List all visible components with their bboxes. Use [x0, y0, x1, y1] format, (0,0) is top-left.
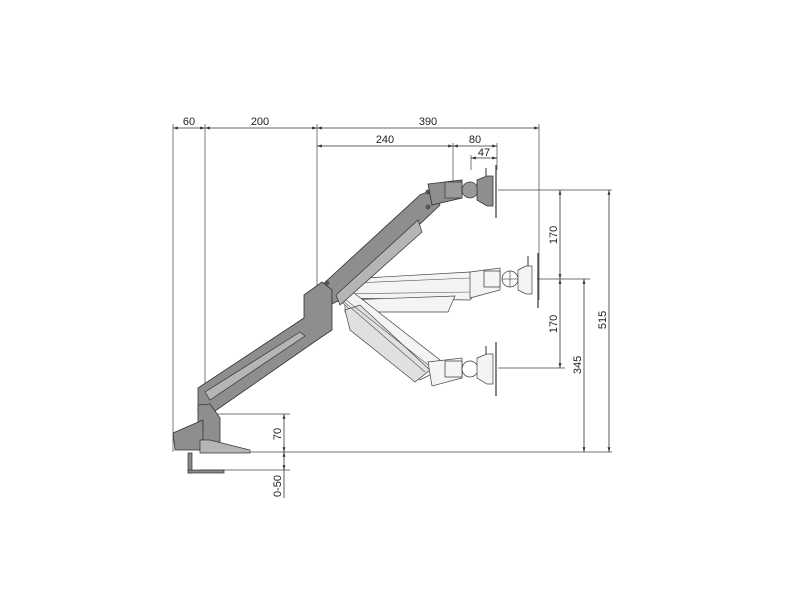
dimension-labels: 60 200 390 240 80 47 170 170 345 515 70 …	[183, 116, 609, 497]
dim-47: 47	[478, 147, 490, 159]
dim-60: 60	[183, 116, 195, 128]
dim-170-lower: 170	[548, 315, 560, 333]
dim-0-50: 0-50	[272, 475, 284, 497]
monitor-head-middle	[469, 253, 539, 308]
monitor-head-top	[427, 165, 497, 218]
desk-clamp	[172, 403, 251, 474]
horizontal-dimensions	[173, 126, 539, 160]
dim-200: 200	[251, 116, 269, 128]
dim-170-upper: 170	[548, 226, 560, 244]
dim-70: 70	[272, 428, 284, 440]
arm-lower	[197, 281, 333, 419]
dim-515: 515	[597, 311, 609, 329]
ghost-arm-lowered	[329, 285, 441, 383]
vertical-dimensions	[282, 190, 611, 498]
dim-345: 345	[572, 356, 584, 374]
dim-240: 240	[376, 134, 394, 146]
monitor-head-bottom	[427, 342, 497, 396]
dim-390: 390	[419, 116, 437, 128]
dim-80: 80	[469, 134, 481, 146]
